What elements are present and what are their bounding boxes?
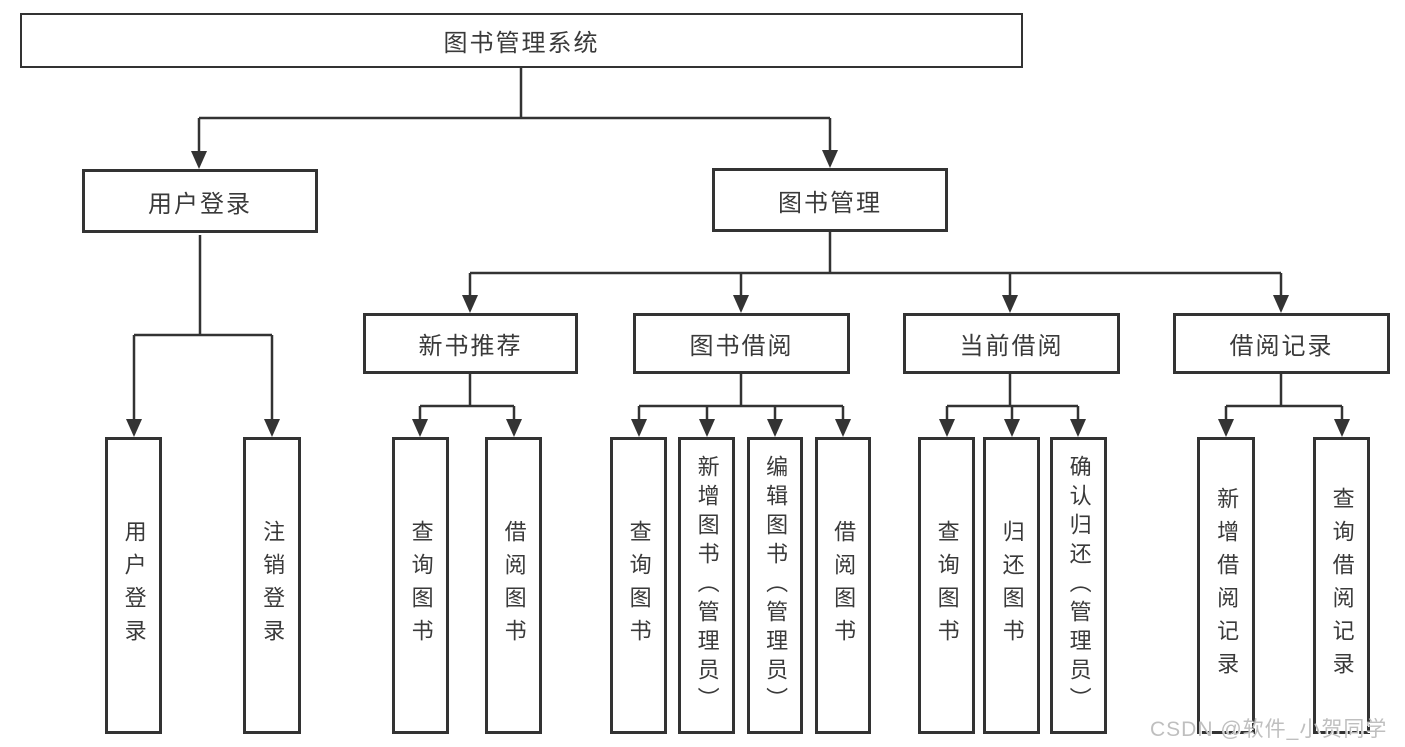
leaf-box-add-books-admin: 新增图书（管理员） <box>678 437 735 734</box>
leaf-box-return-books: 归还图书 <box>983 437 1040 734</box>
category-label: 新书推荐 <box>418 333 523 360</box>
system-root-box: 图书管理系统 <box>20 13 1023 68</box>
leaf-label: 查询图书 <box>408 519 434 652</box>
branch-label: 用户登录 <box>148 190 252 218</box>
leaf-label: 查询图书 <box>626 519 652 652</box>
leaf-label: 借阅图书 <box>831 519 857 652</box>
leaf-label: 注销登录 <box>260 519 286 652</box>
branch-label: 图书管理 <box>778 189 882 217</box>
category-box-new-book-recommend: 新书推荐 <box>363 313 578 374</box>
leaf-box-query-books-borrow: 查询图书 <box>610 437 667 734</box>
leaf-box-query-books-current: 查询图书 <box>918 437 975 734</box>
leaf-label: 用户登录 <box>121 519 147 652</box>
leaf-label: 新增图书（管理员） <box>694 455 720 716</box>
leaf-label: 查询图书 <box>934 519 960 652</box>
leaf-label: 确认归还（管理员） <box>1066 455 1092 716</box>
leaf-box-borrow-books-borrow: 借阅图书 <box>815 437 871 734</box>
category-box-borrow-records: 借阅记录 <box>1173 313 1390 374</box>
category-label: 当前借阅 <box>959 333 1064 360</box>
category-box-current-borrow: 当前借阅 <box>903 313 1120 374</box>
leaf-label: 归还图书 <box>999 519 1025 652</box>
leaf-box-edit-books-admin: 编辑图书（管理员） <box>747 437 803 734</box>
leaf-label: 新增借阅记录 <box>1214 486 1240 685</box>
arrowheads <box>126 150 1350 437</box>
leaf-box-query-books-recommend: 查询图书 <box>392 437 449 734</box>
leaf-box-query-borrow-record: 查询借阅记录 <box>1313 437 1370 734</box>
leaf-box-logout-login: 注销登录 <box>243 437 301 734</box>
leaf-box-borrow-books-recommend: 借阅图书 <box>485 437 542 734</box>
leaf-box-add-borrow-record: 新增借阅记录 <box>1197 437 1255 734</box>
leaf-label: 查询借阅记录 <box>1329 486 1355 685</box>
system-root-label: 图书管理系统 <box>443 30 600 57</box>
leaf-box-user-login: 用户登录 <box>105 437 162 734</box>
leaf-label: 编辑图书（管理员） <box>763 455 789 716</box>
category-label: 图书借阅 <box>689 333 794 360</box>
category-label: 借阅记录 <box>1229 333 1334 360</box>
csdn-watermark: CSDN @软件_小贺同学 <box>1150 718 1388 741</box>
leaf-box-confirm-return-admin: 确认归还（管理员） <box>1050 437 1107 734</box>
branch-box-user-login: 用户登录 <box>82 169 318 233</box>
category-box-book-borrow: 图书借阅 <box>633 313 850 374</box>
leaf-label: 借阅图书 <box>501 519 527 652</box>
branch-box-book-management: 图书管理 <box>712 168 948 232</box>
